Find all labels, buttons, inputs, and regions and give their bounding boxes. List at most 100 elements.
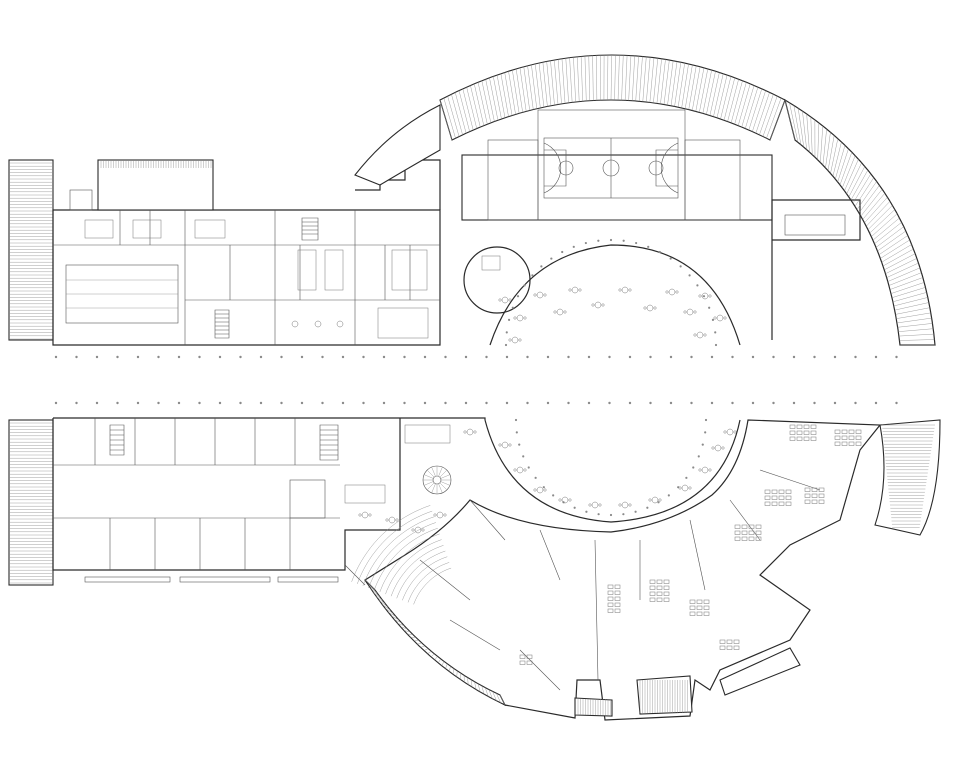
ring-column — [518, 443, 521, 446]
bleacher-tick — [427, 651, 432, 654]
chair — [678, 486, 682, 490]
chair — [675, 290, 679, 294]
column-dot — [751, 355, 755, 359]
bleacher-tick — [706, 71, 716, 115]
desk — [811, 499, 818, 504]
bleacher-tick — [370, 588, 381, 598]
bleacher-tick — [898, 333, 934, 337]
chair — [708, 468, 712, 472]
table — [414, 526, 422, 534]
column-dot — [116, 355, 119, 359]
bleacher-tick — [573, 57, 576, 102]
upper-east-wing — [771, 199, 861, 340]
ring-column — [647, 245, 650, 248]
chair — [683, 310, 687, 314]
bleacher-tick — [649, 57, 655, 103]
column-dot — [136, 401, 140, 405]
chair — [628, 288, 632, 292]
bleacher-tick — [617, 55, 620, 101]
desk — [703, 599, 710, 604]
bleacher-tick — [485, 79, 495, 122]
chair — [723, 430, 727, 434]
bleacher-tick — [394, 619, 402, 623]
desk — [607, 608, 614, 613]
desk — [663, 579, 670, 584]
ring-column — [622, 513, 625, 516]
table — [501, 296, 509, 304]
bleacher-tick — [477, 82, 488, 125]
bleacher-tick — [439, 99, 453, 141]
desk — [733, 639, 740, 644]
desk — [741, 536, 748, 541]
bleacher-tick — [867, 205, 893, 230]
ring-column — [669, 257, 672, 260]
desk — [789, 436, 796, 441]
ring-column — [552, 494, 555, 497]
desk — [771, 495, 778, 500]
ring-column — [504, 343, 508, 347]
bleacher-tick — [663, 59, 670, 105]
bleacher-tick — [709, 72, 720, 116]
column-dot — [444, 355, 447, 359]
bleacher-tick — [403, 630, 411, 632]
bleacher-tick — [856, 181, 877, 210]
chair — [708, 294, 712, 298]
bleacher-tick — [417, 642, 423, 645]
bleacher-tick — [898, 328, 934, 332]
column-dot — [321, 401, 324, 405]
column-dot — [505, 401, 509, 405]
bleacher-tick — [474, 681, 477, 690]
desk — [848, 429, 855, 434]
chair — [463, 430, 467, 434]
chair — [698, 294, 702, 298]
bleacher-tick — [842, 155, 856, 188]
chair — [688, 486, 692, 490]
column-dot — [95, 355, 99, 359]
bleacher-tick — [755, 92, 770, 134]
column-dot — [136, 355, 140, 359]
desk — [741, 530, 748, 535]
bleacher-tick — [588, 55, 590, 101]
basketball-court — [543, 137, 679, 199]
stair-tread — [439, 469, 448, 478]
bleacher-tick — [877, 230, 906, 252]
bleacher-tick — [766, 97, 782, 139]
bleacher-tick — [670, 61, 678, 106]
column-dot — [813, 401, 816, 405]
chair — [533, 293, 537, 297]
column-dot — [546, 355, 550, 359]
desk — [656, 579, 663, 584]
desk — [614, 602, 621, 607]
column-dot — [608, 401, 611, 405]
bleacher-tick — [531, 64, 537, 109]
seat-row — [368, 522, 436, 589]
ring-column — [685, 476, 688, 479]
seat-row — [357, 510, 433, 584]
bleacher-tick — [881, 244, 912, 263]
desk — [726, 639, 733, 644]
desk — [748, 524, 755, 529]
bleacher-tick — [884, 253, 916, 271]
bleacher-tick — [441, 661, 445, 666]
bleacher-tick — [871, 213, 898, 237]
desk — [803, 424, 810, 429]
table — [621, 501, 629, 509]
bleacher-tick — [632, 55, 635, 101]
desk — [703, 605, 710, 610]
desk — [733, 645, 740, 650]
column-dot — [464, 401, 468, 405]
desk — [804, 499, 811, 504]
desk — [649, 585, 656, 590]
desk — [834, 435, 841, 440]
bleacher-tick — [893, 297, 928, 307]
desk — [755, 536, 762, 541]
bleacher-tick — [565, 58, 569, 103]
desk — [848, 441, 855, 446]
bleacher-tick — [660, 59, 666, 104]
bleacher-tick — [817, 122, 820, 160]
desk — [755, 530, 762, 535]
desk — [649, 597, 656, 602]
chair — [693, 310, 697, 314]
bleacher-tick — [489, 77, 499, 121]
column-dot — [649, 401, 652, 405]
